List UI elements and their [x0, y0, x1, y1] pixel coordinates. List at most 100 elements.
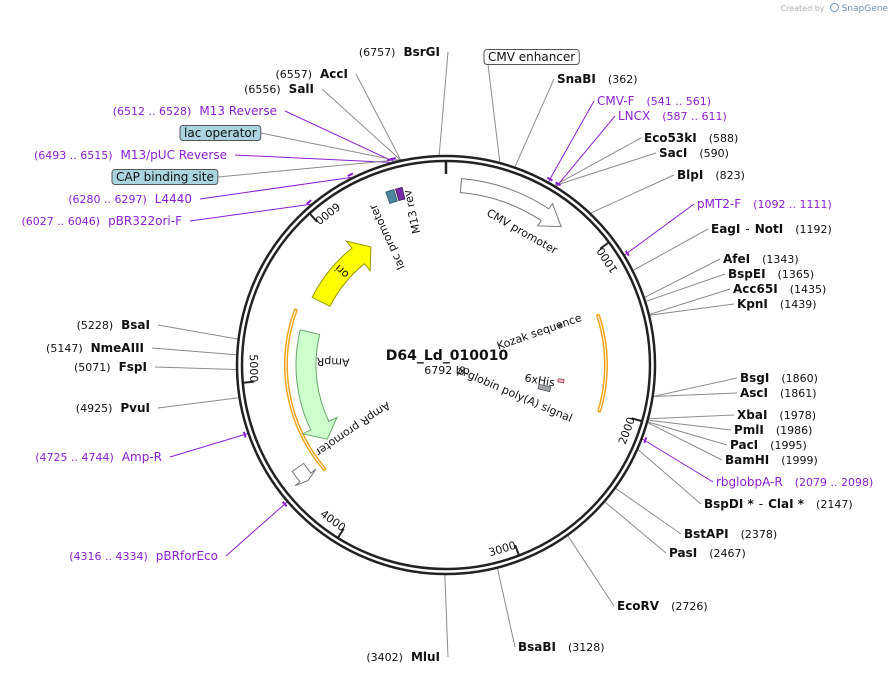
site-paci: PacI(1995) [730, 438, 807, 452]
site-position: (2147) [816, 498, 853, 511]
site-label: Acc65I(1435) [733, 282, 826, 296]
primer-m13-reverse: (6512 .. 6528)M13 Reverse [113, 104, 397, 161]
primer-label: (6493 .. 6515)M13/pUC Reverse [34, 148, 227, 162]
site-leader-mlui [444, 574, 449, 658]
site-pasi: PasI(2467) [669, 546, 746, 560]
primer-range: (587 .. 611) [662, 110, 727, 123]
site-blpi: BlpI(823) [677, 168, 745, 182]
site-label: PacI(1995) [730, 438, 807, 452]
label-text: CAP binding site [116, 170, 214, 184]
feature-label-globin-poly-a-signal: β-globin poly(A) signal [456, 364, 575, 425]
site-label: BstAPI(2378) [684, 527, 777, 541]
site-afei: AfeI (1343) [723, 252, 799, 266]
feature-lac-promoter [385, 189, 398, 205]
primer-name: pBR322ori-F [108, 214, 182, 228]
site-leader-acc65i [649, 288, 731, 315]
site-label: (5071)FspI [74, 360, 147, 374]
site-label: PasI(2467) [669, 546, 746, 560]
site-name: ClaI * [768, 497, 805, 511]
site-name: PvuI [120, 401, 150, 415]
primer-mark [281, 501, 288, 507]
site-label: BspEI(1365) [728, 267, 814, 281]
plasmid-size: 6792 bp [424, 364, 469, 377]
primer-mark [242, 431, 247, 438]
primer-range: (6493 .. 6515) [34, 149, 113, 162]
site-leader-blpi [590, 174, 675, 214]
tick-2000 [631, 417, 643, 423]
tick-4000 [337, 528, 345, 539]
feature-m13-rev [395, 186, 406, 202]
site-leader-snabi [514, 78, 555, 167]
primer-range: (1092 .. 1111) [753, 198, 832, 211]
primer-range: (4725 .. 4744) [35, 451, 114, 464]
site-position: (1995) [770, 439, 807, 452]
primer-name: pBRforEco [156, 549, 218, 563]
primer-label: (4316 .. 4334) pBRforEco [69, 549, 218, 563]
primer-range: (4316 .. 4334) [69, 550, 148, 563]
site-asci: AscI(1861) [740, 386, 817, 400]
feature-label-m13-rev: M13 rev [401, 188, 423, 235]
site-bsrgi: (6757)BsrGI [359, 45, 440, 59]
primer-label: (6280 .. 6297)L4440 [68, 192, 192, 206]
site-position: (1439) [780, 298, 817, 311]
site-bamhi: BamHI(1999) [725, 453, 818, 467]
site-name: NotI [755, 222, 784, 236]
label-box [483, 49, 580, 65]
primer-leader-amp-r [169, 433, 248, 458]
site-position: (1343) [762, 253, 799, 266]
site-name: AfeI [723, 252, 750, 266]
backbone-outer-ring [235, 154, 657, 576]
site-position: (1978) [779, 409, 816, 422]
site-nmeaiii: (5147)NmeAIII [46, 341, 144, 355]
site-label: (6757)BsrGI [359, 45, 440, 59]
site-name: PmlI [734, 423, 764, 437]
site-name: KpnI [737, 297, 768, 311]
boxed-leader [217, 158, 405, 178]
primer-label: pMT2-F(1092 .. 1111) [697, 197, 832, 211]
site-position: (590) [699, 147, 729, 160]
site-ecorv: EcoRV(2726) [617, 599, 708, 613]
site-label: XbaI(1978) [737, 408, 816, 422]
site-bspdi: BspDI *-ClaI *(2147) [704, 497, 853, 511]
primer-rbglobpa-r: rbglobpA-R(2079 .. 2098) [643, 437, 873, 489]
primer-label: (6027 .. 6046)pBR322ori-F [22, 214, 183, 228]
site-position: (1192) [795, 223, 832, 236]
primer-leader-l4440 [199, 176, 352, 200]
site-leader-bsgi [653, 377, 738, 397]
site-label: AscI(1861) [740, 386, 817, 400]
site-leader-pmli [648, 419, 732, 431]
primer-label: rbglobpA-R(2079 .. 2098) [716, 475, 873, 489]
feature-label-kozak-sequence: Kozak sequence [495, 311, 583, 353]
site-bsabi: BsaBI(3128) [518, 640, 605, 654]
site-separator: - [745, 222, 749, 236]
feature-cmv-promoter [459, 178, 562, 228]
site-position: (1861) [780, 387, 817, 400]
primer-leader-pmt2-f [624, 203, 695, 256]
site-leader-xbai [648, 414, 735, 420]
tick-label-5000: 5000 [247, 354, 260, 382]
site-label: (5147)NmeAIII [46, 341, 144, 355]
primer-mark [555, 181, 562, 187]
site-name: SalI [289, 82, 314, 96]
primer-l4440: (6280 .. 6297)L4440 [68, 172, 354, 206]
site-name: BsrGI [403, 45, 440, 59]
site-label: (5228)BsaI [77, 318, 150, 332]
site-bsai: (5228)BsaI [77, 318, 150, 332]
site-position: (1435) [790, 283, 827, 296]
site-snabi: SnaBI(362) [557, 72, 638, 86]
feature-layer [284, 178, 608, 487]
site-leader-asci [653, 392, 738, 398]
site-label: BsgI(1860) [740, 371, 818, 385]
site-position: (588) [709, 132, 739, 145]
feature-label-ampr: AmpR [316, 355, 350, 369]
feature-globin-poly-a-signal [537, 383, 552, 393]
tick-label-3000: 3000 [487, 539, 518, 560]
label-text: lac operator [184, 126, 257, 140]
site-name: BspEI [728, 267, 766, 281]
tick-1000 [599, 241, 610, 250]
site-leader-bamhi [647, 422, 723, 461]
site-bspei: BspEI(1365) [728, 267, 814, 281]
primer-m13-puc-reverse: (6493 .. 6515)M13/pUC Reverse [34, 148, 394, 162]
primer-amp-r: (4725 .. 4744)Amp-R [35, 431, 247, 464]
site-name: SacI [659, 146, 687, 160]
